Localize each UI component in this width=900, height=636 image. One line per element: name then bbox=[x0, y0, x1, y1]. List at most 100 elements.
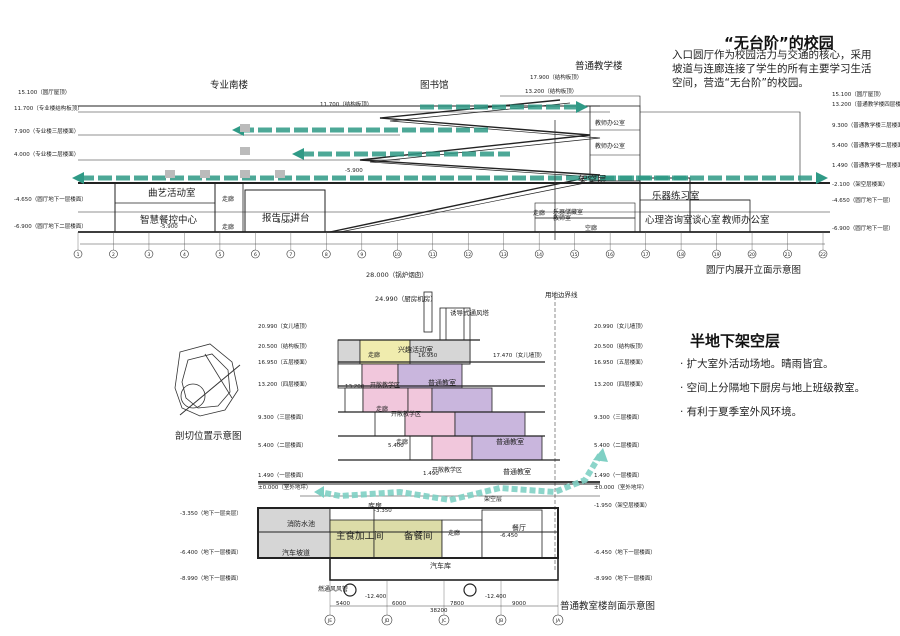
room-label: 走廊 bbox=[533, 210, 546, 217]
level-mark: 11.700（结构板顶） bbox=[320, 102, 373, 108]
flow-arrow-head bbox=[292, 148, 304, 160]
airflow-arrow bbox=[314, 448, 608, 504]
room-label: 走廊 bbox=[368, 352, 381, 359]
room-label: 燃通风风管 bbox=[318, 586, 349, 593]
axis-bubble bbox=[676, 249, 686, 259]
level-mark: 9.300（普通教学楼三层楼面） bbox=[832, 123, 900, 129]
level-mark: -12.400 bbox=[365, 594, 387, 600]
room-label: 教师办公室 bbox=[722, 215, 770, 226]
room-label: 汽车坡道 bbox=[282, 549, 310, 557]
axis-bubble bbox=[570, 249, 579, 259]
room-label: 走廊 bbox=[222, 224, 235, 231]
level-mark: -6.450 bbox=[500, 533, 518, 539]
level-mark: 17.900（结构板顶） bbox=[530, 75, 583, 81]
level-mark: -12.400 bbox=[485, 594, 507, 600]
axis-bubble bbox=[818, 249, 828, 259]
axis-number: 5 bbox=[218, 252, 221, 258]
flow-arrow-head bbox=[72, 172, 84, 184]
level-mark: 13.200（四层楼面） bbox=[258, 382, 311, 388]
section-rooms bbox=[257, 339, 543, 559]
room-label: 普通教室 bbox=[496, 438, 524, 446]
room-label: 架空层 bbox=[578, 175, 607, 186]
level-mark: -8.990（地下一层楼面） bbox=[180, 576, 242, 582]
level-mark: 7.900（专业楼三层楼面） bbox=[14, 129, 80, 135]
level-mark: -4.650（圆厅地下一层楼面） bbox=[14, 197, 87, 203]
bullet-item: · 有利于夏季室外风环境。 bbox=[680, 406, 803, 418]
room-label: 架空层 bbox=[484, 496, 503, 503]
level-mark: -1.950（架空层楼面） bbox=[594, 503, 651, 509]
level-mark: -5.300 bbox=[275, 219, 293, 225]
room-label: 主食加工间 bbox=[336, 531, 384, 542]
level-mark: 9.300（三层楼面） bbox=[258, 415, 307, 421]
level-mark: 13.200（四层楼面） bbox=[594, 382, 647, 388]
axis-label: JC bbox=[441, 618, 446, 624]
basement-structure bbox=[257, 483, 600, 581]
axis-label: JB bbox=[498, 618, 503, 624]
room-block bbox=[471, 435, 543, 461]
axis-number: 6 bbox=[254, 252, 257, 258]
axis-bubble bbox=[144, 249, 154, 259]
key-plan-sketch bbox=[174, 343, 241, 417]
building-label: 普通教学楼 bbox=[575, 61, 623, 72]
level-mark: 5.400（二层楼面） bbox=[594, 443, 643, 449]
axis-bubble bbox=[215, 249, 225, 259]
axis-bubble bbox=[357, 249, 367, 259]
level-mark: 15.100（圆厅屋顶） bbox=[18, 90, 71, 96]
elevation-linework bbox=[78, 95, 830, 233]
dimension-text: 6000 bbox=[392, 601, 406, 607]
level-mark: -5.900 bbox=[160, 224, 178, 230]
level-mark: -4.650（圆厅地下一层） bbox=[832, 198, 894, 204]
level-mark: -6.900（圆厅地下一层） bbox=[832, 226, 894, 232]
axis-number: 9 bbox=[360, 252, 363, 258]
room-label: 教师办公室 bbox=[595, 120, 626, 127]
axis-number: 1 bbox=[77, 252, 80, 258]
room-label: 心理咨询室 bbox=[645, 215, 693, 226]
axis-bubble bbox=[712, 249, 721, 259]
axis-bubble bbox=[322, 249, 331, 259]
top-caption: 圆厅内展开立面示意图 bbox=[706, 265, 802, 276]
room-block bbox=[409, 435, 433, 461]
room-block bbox=[344, 387, 364, 413]
room-block bbox=[337, 363, 363, 389]
window-marks bbox=[165, 124, 285, 178]
axis-bubble bbox=[324, 614, 336, 626]
room-block bbox=[337, 339, 361, 365]
axis-bubble bbox=[463, 249, 473, 259]
level-mark: 20.990（女儿墙顶） bbox=[594, 324, 647, 330]
axis-bubble bbox=[495, 614, 507, 626]
flow-arrow-head bbox=[576, 101, 588, 113]
room-label: 乐器练习室 bbox=[652, 191, 700, 202]
room-label: 走廊 bbox=[376, 406, 389, 413]
axis-number: 11 bbox=[430, 252, 436, 258]
floor-slabs bbox=[258, 339, 600, 483]
axis-number: 22 bbox=[820, 252, 826, 258]
bullet-item: · 空间上分隔地下厨房与地上班级教室。 bbox=[680, 382, 866, 394]
elevation-note: 用地边界线 bbox=[545, 291, 578, 299]
level-mark: -8.990（地下一层楼面） bbox=[594, 576, 656, 582]
axis-bubble bbox=[180, 249, 189, 259]
level-mark: 5.400（普通教学楼二层楼面） bbox=[832, 143, 900, 149]
air-duct-circles bbox=[343, 583, 477, 597]
airflow-path bbox=[319, 453, 603, 504]
room-label: 备餐间 bbox=[404, 531, 433, 542]
axis-number: 19 bbox=[714, 252, 720, 258]
axis-number: 12 bbox=[465, 252, 471, 258]
dimension-text: 38200 bbox=[430, 608, 448, 614]
elevation-note: 28.000（锅炉烟囱） bbox=[366, 271, 428, 279]
room-label: 曲艺活动室 bbox=[148, 188, 196, 199]
building-label: 专业南楼 bbox=[210, 80, 249, 91]
level-mark: 5.400 bbox=[388, 443, 404, 449]
level-mark: 9.300（三层楼面） bbox=[594, 415, 643, 421]
room-label: 库房 bbox=[368, 502, 382, 510]
room-block bbox=[397, 363, 463, 389]
level-mark: 1.490 bbox=[423, 471, 439, 477]
axis-number: 8 bbox=[325, 252, 328, 258]
axis-bubble bbox=[381, 614, 393, 626]
level-mark: 16.950（五层楼面） bbox=[594, 360, 647, 366]
level-mark: -6.400（地下一层楼面） bbox=[180, 550, 242, 556]
axis-bubble bbox=[641, 249, 650, 259]
room-block bbox=[362, 387, 409, 413]
room-block bbox=[329, 519, 375, 559]
